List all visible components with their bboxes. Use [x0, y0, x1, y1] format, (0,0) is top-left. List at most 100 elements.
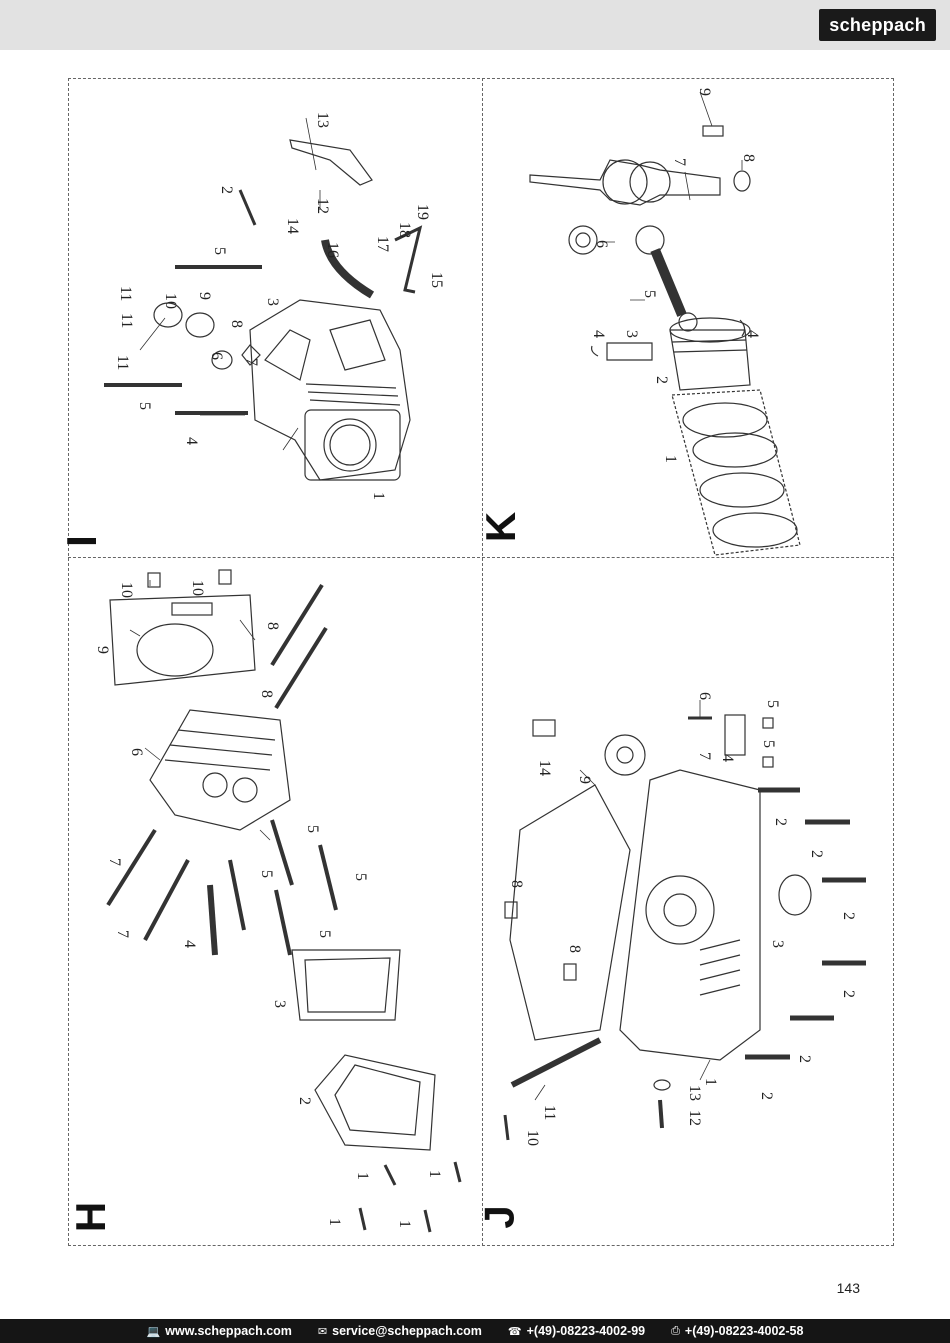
- panel-divider-vertical: [482, 78, 483, 1246]
- callout-k-9: 2: [653, 376, 670, 384]
- brand-logo[interactable]: scheppach: [819, 9, 936, 41]
- callout-i-15: 11: [114, 355, 131, 370]
- oil-seal-drawing: [778, 874, 812, 916]
- callout-i-4: 14: [284, 218, 301, 234]
- callout-j-5: 4: [719, 754, 736, 762]
- clip-drawing: [238, 189, 257, 226]
- callout-j-13: 3: [769, 940, 786, 948]
- hose-drawing: [321, 239, 375, 299]
- callout-j-10: 2: [772, 818, 789, 826]
- callout-j-17: 10: [524, 1130, 541, 1146]
- callout-i-11: 18: [396, 222, 413, 238]
- callout-i-10: 19: [414, 204, 431, 220]
- flange-bolts-drawing: [745, 787, 866, 1060]
- mail-icon: ✉: [317, 1325, 328, 1338]
- washer-13-drawing: [653, 1079, 671, 1091]
- pin-clip-left-drawing: [591, 345, 599, 357]
- crankcase-cover-drawing: [619, 769, 761, 1061]
- callout-j-3: 5: [760, 740, 777, 748]
- footer-phone[interactable]: ☎ +(49)-08223-4002-99: [508, 1324, 645, 1338]
- dowel-drawing: [147, 572, 161, 588]
- callout-i-6: 16: [324, 242, 341, 258]
- gear-drawing: [604, 734, 646, 776]
- callout-i-7: 11: [117, 286, 134, 301]
- callout-k-6: 4: [590, 330, 607, 338]
- panel-divider-horizontal: [68, 557, 894, 558]
- cover-screws-drawing: [358, 1161, 462, 1233]
- page-number: 143: [836, 1280, 860, 1296]
- leader-lines: [129, 91, 743, 1101]
- callout-k-4: 6: [593, 240, 610, 248]
- callout-i-12: 17: [374, 236, 391, 252]
- screw-10-drawing: [503, 1114, 510, 1141]
- callout-j-12: 2: [840, 912, 857, 920]
- callout-h-17: 1: [426, 1170, 443, 1178]
- diagram-frame: [68, 78, 894, 1246]
- footer-bar: 💻 www.scheppach.com ✉ service@scheppach.…: [0, 1319, 950, 1343]
- cylinder-head-drawing: [149, 709, 291, 831]
- cover-bracket-drawing: [289, 139, 373, 186]
- callout-h-6: 6: [128, 748, 145, 756]
- callout-i-13: 15: [428, 272, 445, 288]
- crankshaft-drawing: [529, 159, 721, 206]
- callout-i-21: 4: [183, 437, 200, 445]
- callout-j-16: 11: [541, 1105, 558, 1120]
- callout-i-16: 8: [228, 320, 245, 328]
- callout-h-7: 7: [106, 858, 123, 866]
- callout-h-8: 7: [114, 930, 131, 938]
- bolt-12-drawing: [658, 1099, 664, 1129]
- footer-fax-text: +(49)-08223-4002-58: [684, 1324, 804, 1338]
- callout-j-21: 2: [758, 1092, 775, 1100]
- callout-h-13: 4: [181, 940, 198, 948]
- callout-j-19: 13: [686, 1085, 703, 1101]
- key-block-drawing: [532, 719, 556, 737]
- footer-phone-text: +(49)-08223-4002-99: [526, 1324, 646, 1338]
- callout-h-2: 10: [189, 580, 206, 596]
- callout-i-18: 7: [243, 358, 260, 366]
- circlip-drawing: [733, 170, 751, 192]
- phone-icon: ☎: [507, 1325, 522, 1338]
- callout-j-6: 14: [536, 760, 553, 776]
- piston-rings-drawing: [671, 389, 801, 556]
- callout-k-7: 3: [623, 330, 640, 338]
- small-bushing-drawing: [762, 717, 774, 729]
- callout-j-2: 5: [764, 700, 781, 708]
- computer-icon: 💻: [146, 1325, 161, 1338]
- callout-k-2: 8: [740, 154, 757, 162]
- callout-h-1: 10: [118, 582, 135, 598]
- callout-i-9: 9: [196, 292, 213, 300]
- key-drawing: [702, 125, 724, 137]
- crankcase-gasket-drawing: [509, 784, 631, 1041]
- callout-h-9: 5: [304, 825, 321, 833]
- footer-email[interactable]: ✉ service@scheppach.com: [318, 1324, 482, 1338]
- callout-j-8: 8: [508, 880, 525, 888]
- callout-i-2: 2: [218, 186, 235, 194]
- callout-i-8: 10: [162, 293, 179, 309]
- head-gasket-drawing: [109, 594, 256, 686]
- callout-h-3: 9: [94, 646, 111, 654]
- callout-k-5: 5: [641, 290, 658, 298]
- callout-j-11: 2: [808, 850, 825, 858]
- callout-i-22: 1: [370, 492, 387, 500]
- fax-icon: ⎙: [671, 1324, 680, 1337]
- callout-j-4: 7: [696, 752, 713, 760]
- connecting-rod-drawing: [635, 225, 698, 332]
- footer-fax[interactable]: ⎙ +(49)-08223-4002-58: [671, 1324, 803, 1338]
- callout-i-14: 11: [118, 313, 135, 328]
- callout-i-17: 6: [208, 352, 225, 360]
- dowel-8-drawing: [504, 901, 518, 919]
- bearing-drawing: [568, 225, 598, 255]
- callout-j-7: 9: [576, 776, 593, 784]
- callout-h-19: 1: [396, 1220, 413, 1228]
- callout-j-18: 12: [686, 1110, 703, 1126]
- footer-web[interactable]: 💻 www.scheppach.com: [147, 1324, 292, 1338]
- callout-j-14: 2: [840, 990, 857, 998]
- callout-i-5: 5: [211, 247, 228, 255]
- pin-clip-right-drawing: [739, 319, 746, 337]
- long-stud-drawing: [106, 828, 157, 907]
- callout-k-8: 4: [744, 330, 761, 338]
- callout-i-19: 3: [264, 298, 281, 306]
- bolts-drawing: [104, 265, 262, 415]
- cover-gasket-drawing: [291, 949, 401, 1021]
